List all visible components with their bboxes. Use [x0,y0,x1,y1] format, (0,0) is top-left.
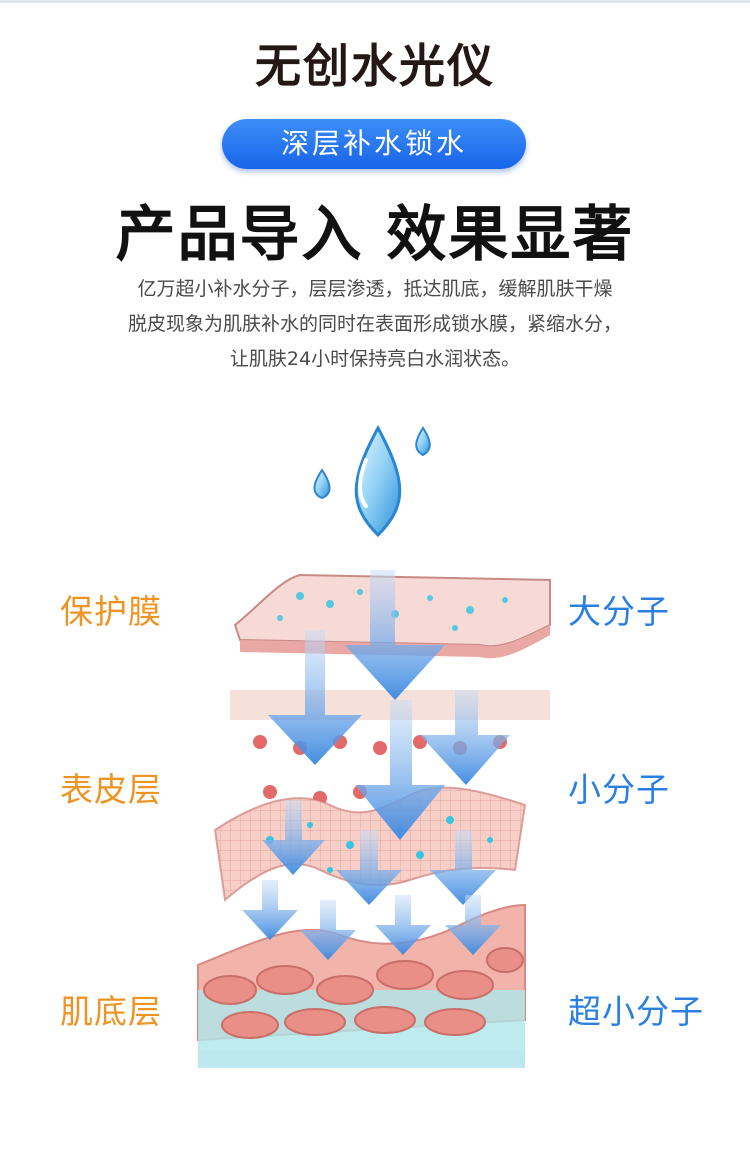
layer-label-epidermis: 表皮层 [60,770,162,809]
skin-layers-illustration [197,424,551,1068]
molecule-label-small: 小分子 [568,770,670,809]
headline: 产品导入 效果显著 [115,200,635,270]
molecule-label-large: 大分子 [568,592,670,631]
layer-label-basal: 肌底层 [60,992,162,1031]
page-title: 无创水光仪 [255,39,495,93]
molecule-label-ultra-small: 超小分子 [568,992,704,1031]
description-line-2: 脱皮现象为肌肤补水的同时在表面形成锁水膜，紧缩水分， [127,313,622,335]
basal-layer [197,903,526,1068]
description-line-1: 亿万超小补水分子，层层渗透，抵达肌底，缓解肌肤干燥 [137,278,613,300]
badge-pill: 深层补水锁水 [222,119,526,169]
water-drop-icon [313,424,431,538]
description-line-3: 让肌肤24小时保持亮白水润状态。 [229,348,521,370]
description: 亿万超小补水分子，层层渗透，抵达肌底，缓解肌肤干燥 脱皮现象为肌肤补水的同时在表… [40,272,710,377]
layer-label-protective-film: 保护膜 [60,592,162,631]
penetration-arrows [242,570,510,960]
top-divider [0,0,750,3]
